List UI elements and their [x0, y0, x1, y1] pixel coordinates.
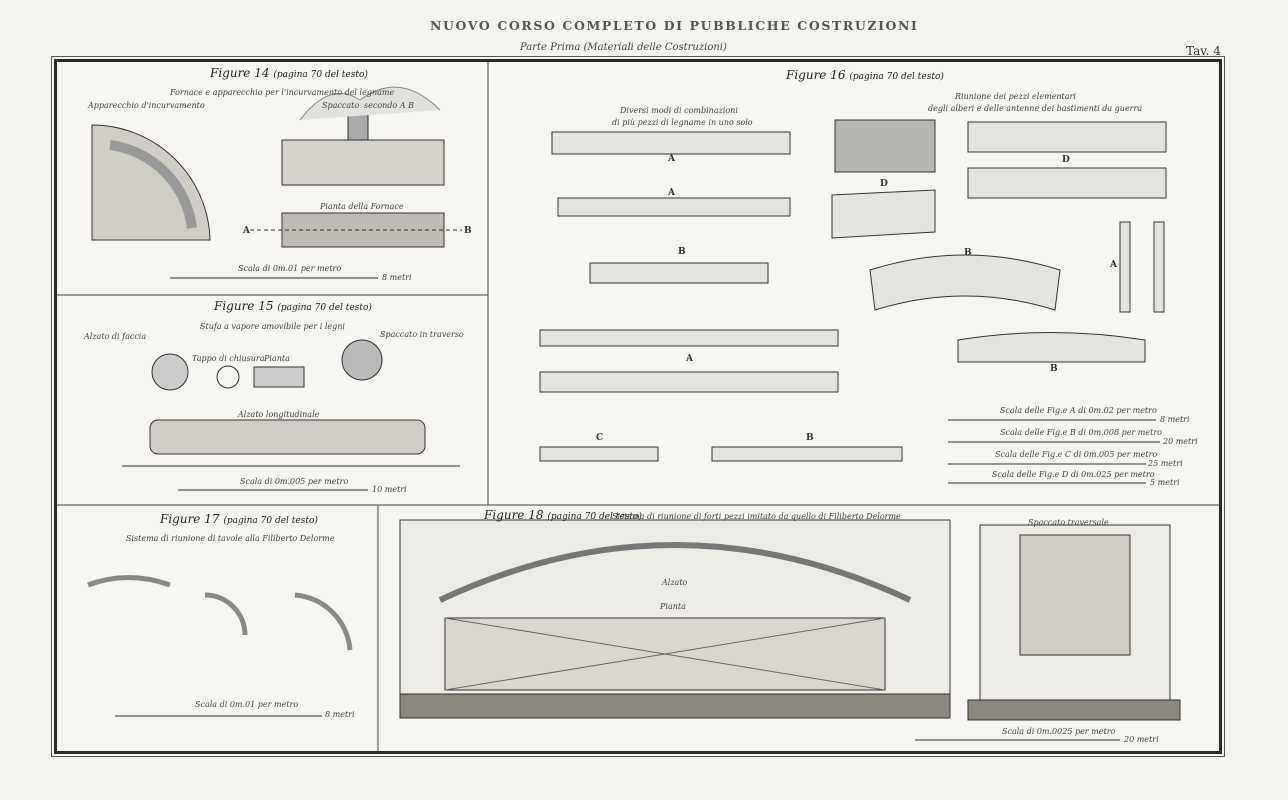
fig18-caption: Sistema di riunione di forti pezzi imita…: [612, 512, 901, 521]
fig16-scale-b-end: 20 metri: [1163, 437, 1198, 446]
fig17-scale-end: 8 metri: [325, 710, 355, 719]
fig16-scale-d: Scala delle Fig.e D di 0m.025 per metro: [992, 470, 1155, 479]
fig16-letter-b: B: [964, 248, 972, 258]
fig16-scale-a: Scala delle Fig.e A di 0m.02 per metro: [1000, 406, 1157, 415]
fig17-plank-arches: [87, 575, 353, 651]
fig16-title: Figure 16 (pagina 70 del testo): [786, 68, 944, 82]
fig16-letter-b: B: [1050, 364, 1058, 374]
fig18-scale-end: 20 metri: [1124, 735, 1159, 744]
fig14-furnace-section: [281, 86, 445, 186]
fig14-section-label: Spaccato: [322, 101, 360, 110]
fig16-letter-a: A: [1110, 260, 1117, 270]
fig16-caption-left-2: di più pezzi di legname in uno solo: [612, 118, 753, 127]
fig15-long: Alzato longitudinale: [238, 410, 320, 419]
fig15-cross: Spaccato in traverso: [380, 330, 464, 339]
fig15-front: Alzato di faccia: [84, 332, 147, 341]
fig16-letter-a: A: [668, 188, 675, 198]
fig16-scale-c: Scala delle Fig.e C di 0m.005 per metro: [995, 450, 1158, 459]
fig16-letter-c: C: [596, 433, 604, 443]
panel-dividers: [57, 62, 1219, 751]
fig16-scale-bars: [948, 419, 1160, 484]
plate-title: NUOVO CORSO COMPLETO DI PUBBLICHE COSTRU…: [430, 18, 919, 33]
fig14-letter-b: B: [464, 226, 472, 236]
fig16-letter-b: B: [806, 433, 814, 443]
fig18-title: Figure 18 (pagina 70 del testo): [484, 508, 642, 522]
fig15-steam-box-views: [122, 339, 460, 467]
fig17-caption: Sistema di riunione di tavole alla Filib…: [126, 534, 335, 543]
fig16-caption-right-2: degli alberi e delle antenne dei bastime…: [928, 104, 1143, 113]
fig16-letter-d: D: [880, 179, 888, 189]
fig16-letter-a: A: [668, 154, 675, 164]
fig14-curving-apparatus: [91, 124, 211, 241]
fig16-letter-a: A: [686, 354, 693, 364]
fig16-scale-c-end: 25 metri: [1148, 459, 1183, 468]
fig16-caption-right-1: Riunione dei pezzi elementari: [955, 92, 1076, 101]
fig18-plan-label: Pianta: [660, 602, 686, 611]
fig16-caption-left-1: Diversi modi di combinazioni: [620, 106, 738, 115]
fig16-scale-d-end: 5 metri: [1150, 478, 1180, 487]
plate-subtitle: Parte Prima (Materiali delle Costruzioni…: [520, 42, 727, 53]
fig18-cross-label: Spaccato traversale: [1028, 518, 1109, 527]
fig16-scale-a-end: 8 metri: [1160, 415, 1190, 424]
fig14-caption: Fornace e apparecchio per l'incurvamento…: [170, 88, 395, 97]
fig16-letter-b: B: [678, 247, 686, 257]
fig15-plug: Tappo di chiusura: [192, 354, 265, 363]
fig17-scale: Scala di 0m.01 per metro: [195, 700, 299, 709]
fig15-scale-end: 10 metri: [372, 485, 407, 494]
fig15-scale: Scala di 0m.005 per metro: [240, 477, 349, 486]
plate-number: Tav. 4: [1186, 44, 1221, 58]
fig17-title: Figure 17 (pagina 70 del testo): [160, 512, 318, 526]
fig16-letter-d: D: [1062, 155, 1070, 165]
fig15-caption: Stufa a vapore amovibile per i legni: [200, 322, 345, 331]
fig14-section-ab: secondo A B: [364, 101, 414, 110]
fig14-title: Figure 14 (pagina 70 del testo): [210, 66, 368, 80]
fig16-scale-b: Scala delle Fig.e B di 0m.008 per metro: [1000, 428, 1162, 437]
fig14-plan-label: Pianta della Fornace: [320, 202, 404, 211]
fig14-letter-a: A: [243, 226, 250, 236]
fig14-scale-end: 8 metri: [382, 273, 412, 282]
fig16-timber-combinations: [539, 119, 1167, 462]
fig14-left-label: Apparecchio d'incurvamento: [88, 101, 205, 110]
fig18-scale: Scala di 0m.0025 per metro: [1002, 727, 1116, 736]
fig14-scale: Scala di 0m.01 per metro: [238, 264, 342, 273]
fig18-truss-bridge: [399, 519, 1181, 721]
fig18-elevation-label: Alzato: [662, 578, 688, 587]
fig15-plan: Pianta: [264, 354, 290, 363]
fig14-furnace-plan: [250, 212, 462, 248]
fig15-title: Figure 15 (pagina 70 del testo): [214, 299, 372, 313]
